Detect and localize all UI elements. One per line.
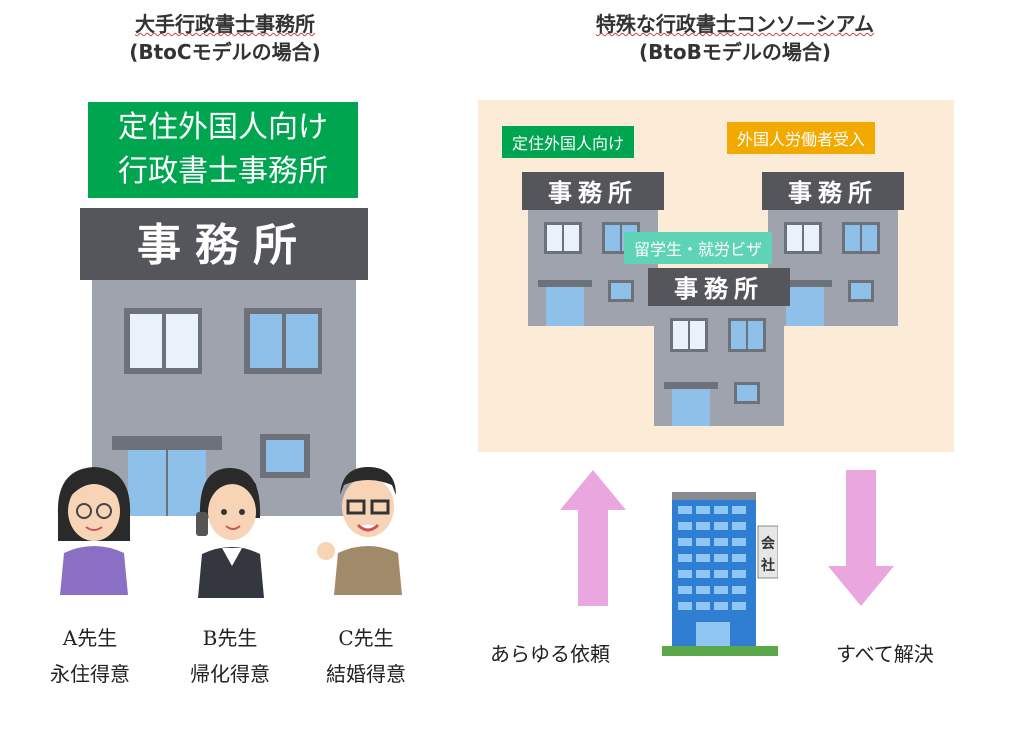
resolve-text: すべて解決 bbox=[836, 642, 934, 666]
request-text: あらゆる依頼 bbox=[490, 642, 610, 666]
teacher-b-specialty: 帰化得意 bbox=[190, 662, 270, 686]
right-title: 特殊な行政書士コンソーシアム (BtoBモデルの場合) bbox=[540, 10, 930, 66]
building-sign: 事務所 bbox=[137, 220, 311, 271]
office-building-icon: 事務所 bbox=[648, 268, 790, 426]
left-title: 大手行政書士事務所 (BtoCモデルの場合) bbox=[60, 10, 390, 66]
person-icon bbox=[317, 467, 402, 595]
teacher-b-name: B先生 bbox=[202, 626, 258, 650]
left-title-line2: (BtoCモデルの場合) bbox=[129, 40, 321, 64]
right-title-line1: 特殊な行政書士コンソーシアム bbox=[595, 12, 875, 36]
teacher-b: B先生 帰化得意 bbox=[180, 620, 280, 692]
office-building-icon: 事務所 bbox=[762, 172, 904, 326]
label-resident: 定住外国人向け bbox=[502, 126, 635, 158]
company-sign-1: 会 bbox=[761, 535, 776, 552]
label-students: 留学生・就労ビザ bbox=[624, 232, 773, 264]
up-arrow-icon bbox=[560, 470, 626, 606]
label-workers: 外国人労働者受入 bbox=[727, 122, 876, 154]
teacher-c: C先生 結婚得意 bbox=[316, 620, 416, 692]
office-label-line1: 定住外国人向け bbox=[118, 110, 328, 145]
person-icon bbox=[196, 468, 264, 598]
office-label: 定住外国人向け 行政書士事務所 bbox=[88, 102, 358, 198]
office-label-line2: 行政書士事務所 bbox=[118, 154, 328, 189]
office-building-icon: 事務所 bbox=[522, 172, 664, 326]
left-title-line1: 大手行政書士事務所 bbox=[135, 12, 315, 36]
teacher-a-specialty: 永住得意 bbox=[50, 662, 130, 686]
right-title-line2: (BtoBモデルの場合) bbox=[638, 40, 832, 64]
down-arrow-icon bbox=[828, 470, 894, 606]
building-sign: 事務所 bbox=[548, 179, 638, 207]
teacher-a-name: A先生 bbox=[62, 626, 118, 650]
company-sign-2: 社 bbox=[760, 557, 775, 574]
company-tower-icon: 会 社 bbox=[662, 492, 778, 656]
teacher-c-name: C先生 bbox=[338, 626, 394, 650]
building-sign: 事務所 bbox=[674, 275, 764, 303]
person-icon bbox=[57, 467, 131, 595]
teacher-c-specialty: 結婚得意 bbox=[326, 662, 406, 686]
building-sign: 事務所 bbox=[788, 179, 878, 207]
office-building-icon: 事務所 bbox=[80, 208, 368, 516]
teacher-a: A先生 永住得意 bbox=[40, 620, 140, 692]
